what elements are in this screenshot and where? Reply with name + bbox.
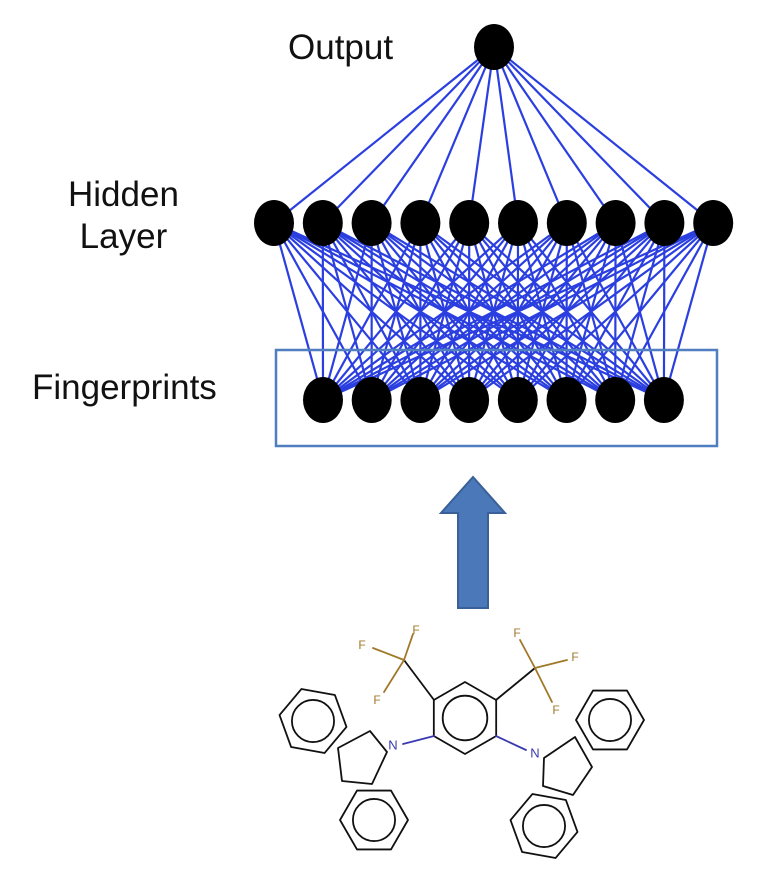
molecule-structure: F F F F F F N N [278,623,645,859]
edge-output-hidden [493,46,714,224]
hidden-node [595,200,636,246]
hidden-node [693,200,734,246]
up-arrow-icon [438,475,508,609]
bond [534,667,553,703]
edge-hidden-input [322,222,617,401]
hidden-label-line1: Hidden [68,175,179,214]
edge-hidden-input [322,222,471,401]
edge-output-hidden [493,46,617,224]
edge-hidden-input [321,222,373,401]
fluorine-atom: F [358,638,365,652]
fingerprint-node [400,377,441,423]
nitrogen-atom: N [530,746,539,761]
hidden-node [400,200,441,246]
edge-output-hidden [322,46,495,224]
bond [534,659,568,669]
network-nodes [254,24,734,423]
left-upper-benzene-ring [278,688,348,754]
fingerprint-node [643,377,684,423]
bond [495,735,527,751]
edge-hidden-input [322,221,714,402]
hidden-node [302,200,343,246]
right-upper-benzene-ring [575,689,645,751]
bond [383,659,405,693]
fluorine-atom: F [412,623,419,637]
left-pyrrole-ring [337,730,388,785]
edge-hidden-input [322,222,568,401]
edge-hidden-input [322,222,519,401]
hidden-node [449,200,490,246]
right-pyrrole-ring [542,736,593,796]
right-lower-benzene-ring [509,793,579,859]
fingerprint-node [351,377,392,423]
fluorine-atom: F [513,626,520,640]
edge-hidden-input [322,222,665,401]
output-node [474,24,514,70]
edge-hidden-input [468,222,714,401]
edge-output-hidden [370,46,495,224]
fluorine-atom: F [373,693,380,707]
fingerprint-node [546,377,587,423]
fingerprint-node [497,377,538,423]
aromatic-circle [441,694,489,742]
edge-output-hidden [492,46,520,224]
edge-output-hidden [273,46,495,224]
bond [372,647,405,661]
output-label: Output [288,28,394,67]
bond [403,633,414,661]
hidden-node [254,200,294,246]
edge-hidden-input [565,222,715,401]
edge-output-hidden [419,46,496,224]
aromatic-circle [352,798,396,842]
edge-hidden-input [322,222,422,401]
network-edges [272,46,715,402]
fingerprints-label: Fingerprints [32,368,217,407]
edge-hidden-input [614,222,715,401]
hidden-node [546,200,587,246]
bond [402,735,435,745]
bond [403,659,435,701]
hidden-node [644,200,685,246]
hidden-layer-label: Hidden Layer [68,174,179,258]
left-lower-benzene-ring [339,789,409,851]
fingerprint-node [449,377,490,423]
fingerprint-node [595,377,636,423]
aromatic-circle [588,698,632,742]
fingerprints-box [274,348,719,448]
bond [495,667,536,701]
hidden-node [498,200,538,246]
fluorine-atom: F [571,650,578,664]
edge-hidden-input [517,222,714,401]
edge-hidden-input [662,222,715,401]
aromatic-circle [291,699,335,743]
edge-hidden-input [272,222,325,401]
hidden-node [351,200,392,246]
aromatic-circle [522,804,566,848]
edge-output-hidden [492,46,568,224]
edge-hidden-input [419,222,714,401]
fingerprint-node [303,377,343,423]
fluorine-atom: F [552,703,559,717]
hidden-label-line2: Layer [79,217,168,256]
edge-output-hidden [493,46,666,224]
edge-hidden-input [371,222,714,401]
nitrogen-atom: N [388,738,397,753]
bond [519,639,536,669]
edge-output-hidden [468,46,496,224]
